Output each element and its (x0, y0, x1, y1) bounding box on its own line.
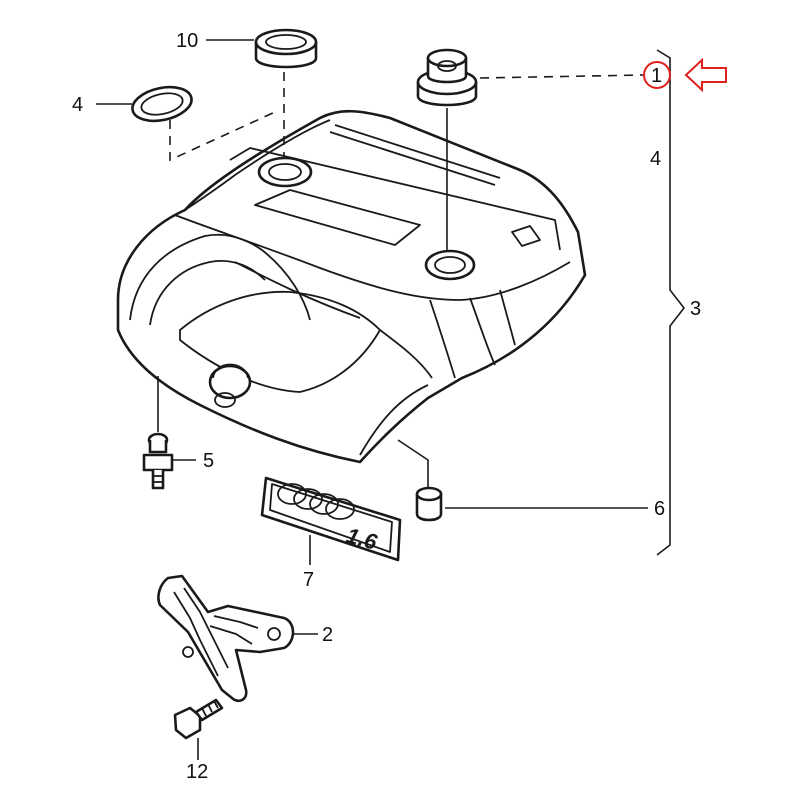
callout-6: 6 (654, 498, 665, 520)
part-12-bolt (173, 698, 224, 740)
callout-1: 1 (651, 65, 662, 87)
callout-4-assembly: 4 (650, 148, 661, 170)
callout-5: 5 (203, 450, 214, 472)
callout-4-seal: 4 (72, 94, 83, 116)
engine-cover (116, 109, 587, 464)
part-6-bushing (415, 486, 443, 522)
part-1-grommet (416, 48, 478, 107)
part-7-emblem: 1.6 (260, 476, 402, 562)
pointer-arrow-icon (684, 57, 727, 93)
leader-lines (96, 39, 686, 760)
part-10-cap (254, 28, 318, 69)
highlight-circle (643, 61, 671, 89)
part-4-seal-ring (131, 85, 193, 123)
callout-3: 3 (690, 298, 701, 320)
callout-2: 2 (322, 624, 333, 646)
callout-12: 12 (186, 761, 208, 783)
part-5-ball-stud (142, 432, 174, 490)
callout-10: 10 (176, 30, 198, 52)
part-2-bracket (157, 574, 295, 703)
callout-7: 7 (303, 569, 314, 591)
highlight-marker (643, 57, 727, 93)
